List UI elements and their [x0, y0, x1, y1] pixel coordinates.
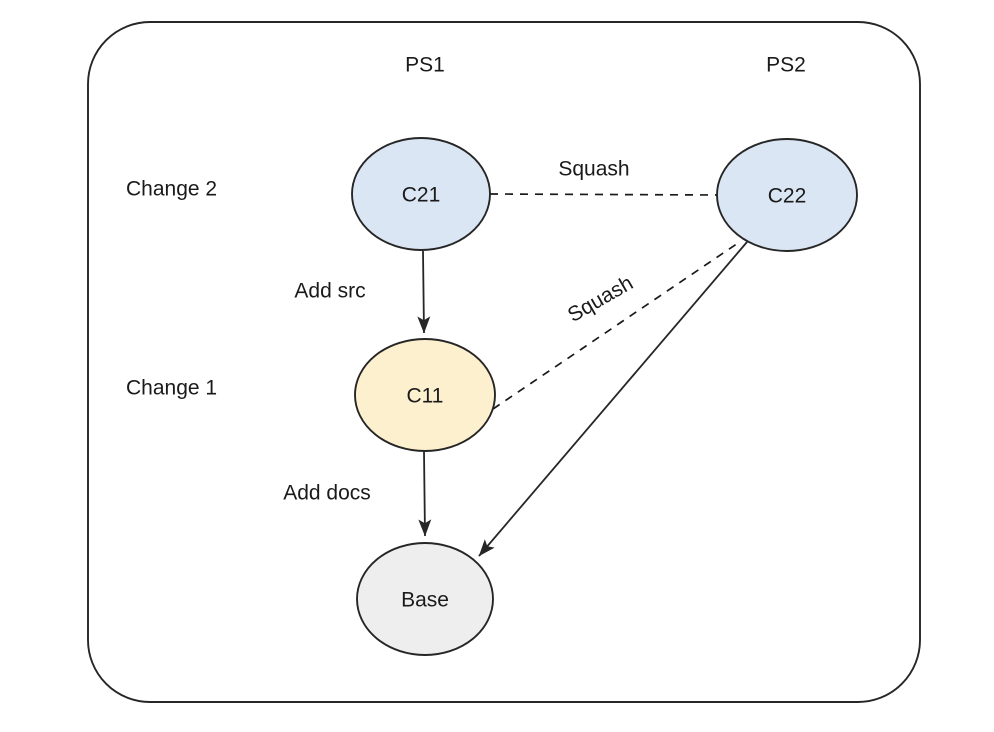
edge-label-squash-c21-c22: Squash: [558, 158, 629, 181]
edge-label-squash-c11-c22: Squash: [564, 271, 637, 327]
node-c21-shape[interactable]: [351, 137, 491, 251]
column-header-ps2: PS2: [766, 54, 806, 77]
node-c11[interactable]: C11: [354, 338, 496, 452]
edge-c11-to-base: [418, 451, 432, 537]
node-c22-shape[interactable]: [716, 138, 858, 252]
node-c21[interactable]: C21: [351, 137, 491, 251]
node-base[interactable]: Base: [356, 542, 494, 656]
row-label-change-1: Change 1: [126, 377, 217, 400]
edge-c21-to-c22: [489, 193, 719, 196]
node-c21-label: C21: [402, 184, 441, 207]
column-header-ps1: PS1: [405, 54, 445, 77]
node-c22[interactable]: C22: [716, 138, 858, 252]
node-c11-shape[interactable]: [354, 338, 496, 452]
node-c22-label: C22: [768, 185, 807, 208]
row-label-change-2: Change 2: [126, 178, 217, 201]
edge-label-add-docs: Add docs: [283, 482, 371, 505]
node-c11-label: C11: [407, 385, 444, 408]
edge-c22-to-base: [478, 241, 748, 557]
node-base-shape[interactable]: [356, 542, 494, 656]
edge-c11-to-c22: [492, 240, 742, 410]
edge-label-add-src: Add src: [294, 280, 365, 303]
node-base-label: Base: [401, 589, 449, 612]
edge-c21-to-c11: [417, 250, 431, 334]
diagram-container-outline: [87, 21, 921, 703]
